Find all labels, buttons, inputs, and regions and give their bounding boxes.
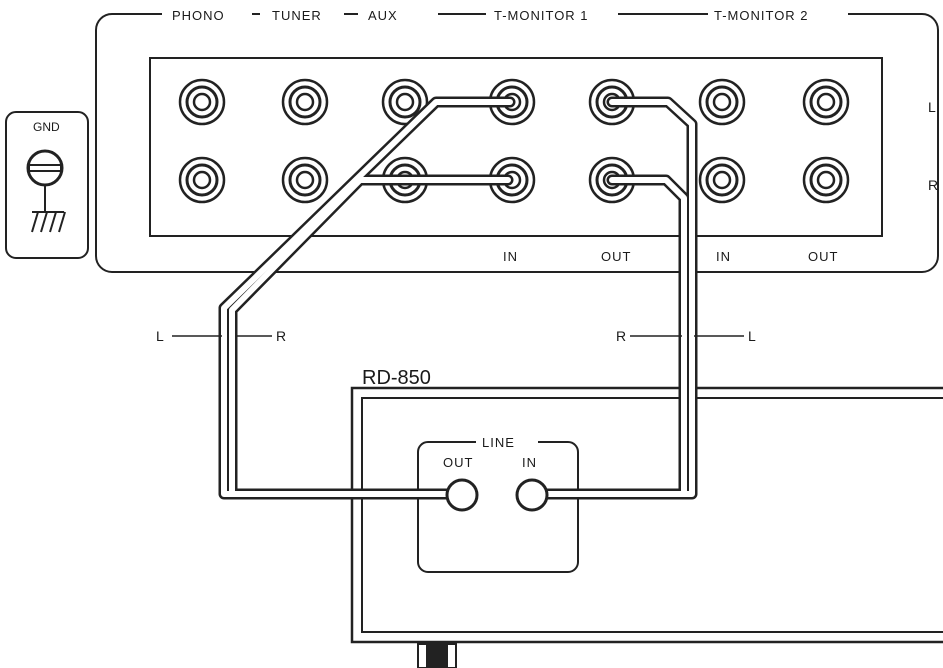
label-phono: PHONO — [172, 8, 225, 23]
ground-symbol-icon — [31, 186, 66, 233]
jack-aux-l[interactable] — [381, 78, 429, 126]
cable-tm1-in-left — [218, 96, 516, 500]
jack-tm2-in-l[interactable] — [698, 78, 746, 126]
jack-tm2-out-r[interactable] — [802, 156, 850, 204]
callout-right-r: R — [616, 328, 626, 344]
jack-panel — [149, 57, 883, 237]
label-tmonitor-1: T-MONITOR 1 — [494, 8, 589, 23]
amplifier-outline — [95, 13, 939, 273]
callout-left-l: L — [156, 328, 164, 344]
label-tuner: TUNER — [272, 8, 322, 23]
deck-line-in-jack[interactable] — [515, 478, 549, 512]
deck-in-label: IN — [522, 455, 537, 470]
cable-callout-left: L R — [156, 328, 286, 344]
label-channel-r: R — [928, 177, 938, 193]
label-tm2-out: OUT — [808, 249, 838, 264]
deck-outer-outline — [350, 386, 943, 644]
label-tm1-out: OUT — [601, 249, 631, 264]
label-channel-l: L — [928, 99, 936, 115]
label-aux: AUX — [368, 8, 398, 23]
jack-tm2-in-r[interactable] — [698, 156, 746, 204]
label-tm1-in: IN — [503, 249, 518, 264]
deck-inner-outline — [361, 397, 943, 633]
amplifier-rear-panel: PHONO TUNER AUX T-MONITOR 1 T-MONITOR 2 … — [95, 6, 939, 273]
line-panel — [417, 441, 579, 573]
callout-left-r: R — [276, 328, 286, 344]
jack-phono-l[interactable] — [178, 78, 226, 126]
deck-out-label: OUT — [443, 455, 473, 470]
callout-right-l: L — [748, 328, 756, 344]
cable-callout-right: R L — [616, 328, 756, 344]
cables — [218, 96, 698, 500]
line-panel-label: LINE — [482, 435, 515, 450]
label-tm2-in: IN — [716, 249, 731, 264]
ground-terminal: GND — [5, 111, 89, 259]
jack-tm2-out-l[interactable] — [802, 78, 850, 126]
jack-phono-r[interactable] — [178, 156, 226, 204]
jack-tuner-l[interactable] — [281, 78, 329, 126]
rd-850-deck: RD-850 LINE OUT IN — [350, 367, 943, 668]
deck-model-label: RD-850 — [362, 367, 431, 389]
deck-line-out-jack[interactable] — [445, 478, 479, 512]
jack-tuner-r[interactable] — [281, 156, 329, 204]
label-tmonitor-2: T-MONITOR 2 — [714, 8, 809, 23]
ground-label: GND — [33, 120, 60, 134]
ground-screw-icon — [26, 149, 64, 187]
